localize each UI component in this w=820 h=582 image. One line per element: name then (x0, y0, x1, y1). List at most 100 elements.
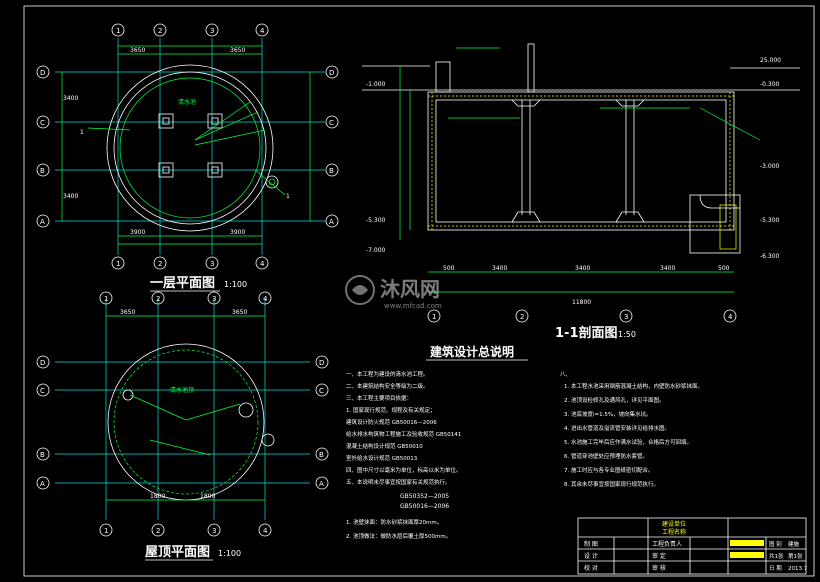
watermark-url: www.mfcad.com (384, 302, 442, 310)
axis-label: B (329, 167, 334, 175)
column-footing (511, 211, 541, 223)
axis-bubble (36, 476, 50, 490)
column-capital (511, 99, 541, 107)
axis-bubble (205, 256, 219, 270)
axis-label: C (40, 387, 45, 395)
axis-label: A (329, 218, 334, 226)
access-shaft (435, 61, 451, 93)
axis-bubble (151, 523, 165, 537)
axis-label: 1 (116, 260, 120, 268)
tank-section-inner (435, 99, 727, 223)
elevation-text: -3.000 (760, 163, 780, 170)
note-line: 1. 国家现行规范、规程及有关规定； (346, 406, 436, 414)
column-capital (615, 99, 645, 107)
axis-label: A (319, 480, 324, 488)
axis-label: 1 (116, 27, 120, 35)
axis-label: C (319, 387, 324, 395)
axis-bubble (255, 23, 269, 37)
column-footing (615, 211, 645, 223)
axis-label: A (40, 480, 45, 488)
axis-bubble (258, 291, 272, 305)
roof-title: 屋顶平面图 (145, 545, 210, 560)
dim-text: 3650 (120, 309, 135, 316)
tb-label: 校 对 (584, 564, 598, 572)
tank-foundation-line (119, 77, 261, 219)
note-line: 1. 本工程水池采用钢筋混凝土结构，内壁防水砂浆抹面。 (564, 382, 703, 390)
notes-title: 建筑设计总说明 (429, 344, 514, 359)
sheet-border (23, 5, 815, 577)
axis-label: 2 (156, 295, 160, 303)
note-line: 2. 池顶做法：做防水层后覆土厚500mm。 (346, 532, 451, 540)
axis-bubble (36, 383, 50, 397)
tank-outer-wall (106, 64, 274, 232)
axis-label: D (40, 359, 45, 367)
outlet-pipe-section (699, 194, 740, 209)
axis-label: 2 (520, 313, 524, 321)
note-line: 6. 管道穿池壁处应预埋防水套管。 (564, 452, 648, 460)
first-floor-plan: 清水池 1 1 3650 3650 3900 3900 3400 3400 D … (36, 23, 339, 292)
note-line: 3. 池底坡度i=1.5%，坡向集水坑。 (564, 410, 652, 418)
axis-label: 3 (210, 260, 214, 268)
note-line: 4. 进出水管道及溢流管安装详见给排水图。 (564, 424, 670, 432)
spec-code: GB50352—2005 (400, 493, 449, 500)
plan1-title: 一层平面图 (150, 276, 215, 291)
axis-bubble (99, 523, 113, 537)
tb-label: 工程负责人 (652, 540, 682, 548)
axis-bubble (36, 115, 50, 129)
plan1-scale: 1:100 (224, 280, 247, 289)
dim-text: 1800 (200, 493, 215, 500)
axis-label: 1 (432, 313, 436, 321)
axis-bubble (315, 447, 329, 461)
axis-bubble (325, 214, 339, 228)
note-line: 1. 池壁抹面：防水砂浆抹面厚20mm。 (346, 518, 442, 526)
axis-label: 3 (212, 295, 216, 303)
dim-text: 3400 (575, 265, 590, 272)
axis-label: 4 (728, 313, 733, 321)
note-line: 三、本工程主要项目依据： (346, 394, 412, 402)
watermark-name: 沐风网 (380, 277, 440, 301)
tb-value: 第1张 (788, 552, 803, 560)
inlet-pipe (87, 127, 131, 131)
project-name: 建设单位 (662, 520, 686, 528)
axis-label: 1 (104, 295, 108, 303)
axis-label: 3 (624, 313, 628, 321)
axis-bubble (258, 523, 272, 537)
column (158, 162, 174, 178)
note-line: 室外给水设计规范 GB50013 (346, 454, 418, 462)
axis-label: C (329, 119, 334, 127)
title-block-frame (577, 517, 807, 575)
title-block-fill (730, 552, 764, 558)
column-core (211, 117, 219, 125)
axis-label: 1 (104, 527, 108, 535)
axis-label: B (40, 451, 45, 459)
tb-label: 制 图 (584, 540, 598, 548)
elevation-text: -7.000 (366, 247, 386, 254)
note-line: 混凝土结构设计规范 GB50010 (346, 442, 423, 450)
elevation-text: -1.000 (366, 81, 386, 88)
tank-inner-wall (113, 71, 267, 225)
roof-plan: 清水池顶 3650 3650 1800 1800 D C B A D C B A… (36, 291, 329, 561)
axis-label: 4 (263, 295, 268, 303)
axis-bubble (207, 291, 221, 305)
axis-bubble (99, 291, 113, 305)
axis-bubble (325, 65, 339, 79)
watermark: 沐风网 www.mfcad.com (345, 275, 442, 310)
axis-label: B (319, 451, 324, 459)
outlet-sump (689, 194, 741, 254)
axis-bubble (427, 309, 441, 323)
manhole-inner (268, 178, 276, 186)
note-line: 8. 其余未尽事宜按国家现行规范执行。 (564, 480, 659, 488)
column-core (162, 166, 170, 174)
leader-line (194, 129, 266, 146)
note-line: 五、本说明未尽事宜按国家有关规范执行。 (346, 478, 451, 486)
dim-text: 3650 (230, 47, 245, 54)
axis-bubble (153, 23, 167, 37)
axis-label: 3 (210, 27, 214, 35)
axis-bubble (153, 256, 167, 270)
tb-label: 设 计 (584, 552, 598, 560)
axis-bubble (619, 309, 633, 323)
axis-bubble (36, 214, 50, 228)
leader-line (129, 394, 187, 421)
axis-bubble (315, 383, 329, 397)
